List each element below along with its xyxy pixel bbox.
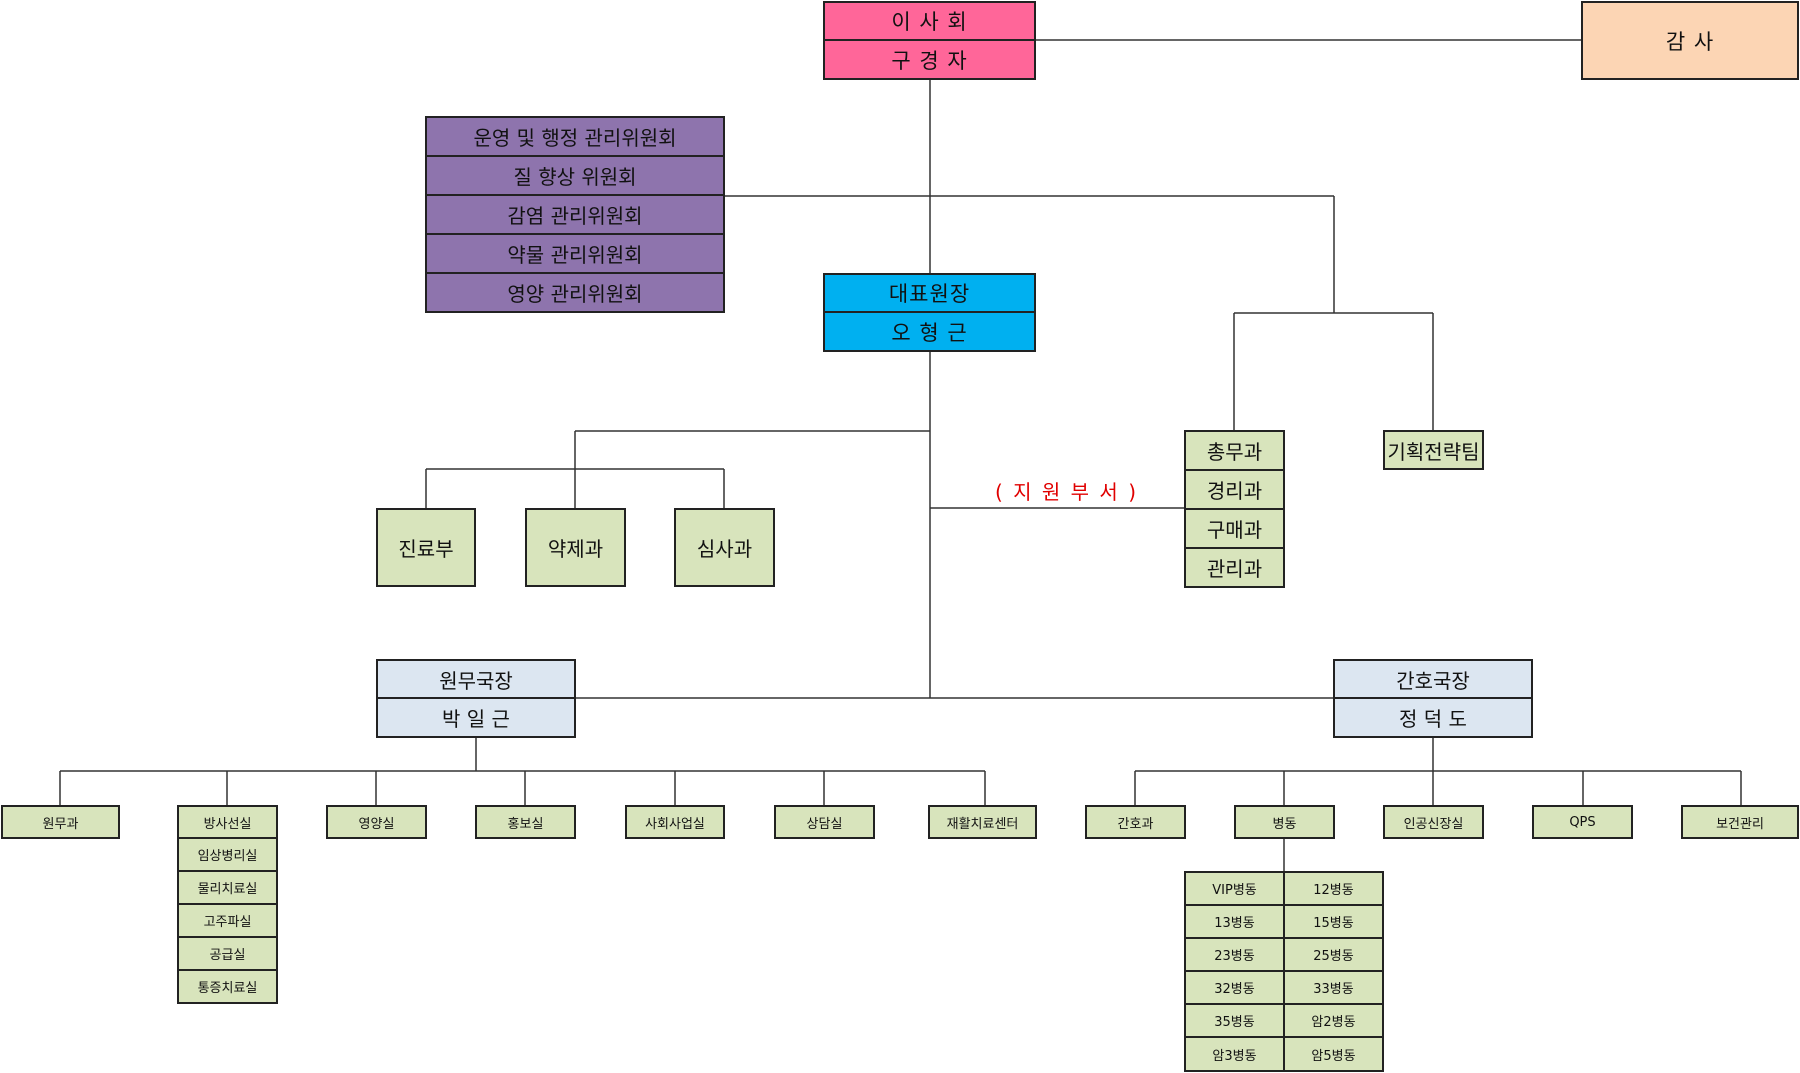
unit-radiology: 방사선실 — [177, 805, 278, 839]
dept-general-affairs: 총무과 — [1184, 430, 1285, 471]
board-title: 이 사 회 — [823, 1, 1036, 41]
unit-clinical-pathology: 임상병리실 — [177, 837, 278, 872]
audit-box: 감 사 — [1581, 1, 1799, 80]
unit-social-work: 사회사업실 — [625, 805, 725, 839]
unit-dialysis: 인공신장실 — [1383, 805, 1484, 839]
dept-pharmacy: 약제과 — [525, 508, 626, 587]
committee-nutrition: 영양 관리위원회 — [425, 272, 725, 313]
unit-wards: 병동 — [1234, 805, 1335, 839]
nursing-head-title: 간호국장 — [1333, 659, 1533, 699]
ward-35: 35병동 — [1184, 1003, 1285, 1038]
unit-supply: 공급실 — [177, 936, 278, 971]
ward-cancer-5: 암5병동 — [1283, 1036, 1384, 1072]
support-label: ( 지 원 부 서 ) — [995, 480, 1138, 504]
dept-review: 심사과 — [674, 508, 775, 587]
nursing-head-name: 정 덕 도 — [1333, 697, 1533, 738]
committee-drug: 약물 관리위원회 — [425, 233, 725, 274]
ward-25: 25병동 — [1283, 937, 1384, 972]
unit-wonmu: 원무과 — [1, 805, 120, 839]
unit-counseling: 상담실 — [774, 805, 875, 839]
unit-rehab-center: 재활치료센터 — [928, 805, 1037, 839]
unit-nursing: 간호과 — [1085, 805, 1186, 839]
ward-cancer-2: 암2병동 — [1283, 1003, 1384, 1038]
ward-33: 33병동 — [1283, 970, 1384, 1005]
ward-cancer-3: 암3병동 — [1184, 1036, 1285, 1072]
ward-15: 15병동 — [1283, 904, 1384, 939]
admin-head-name: 박 일 근 — [376, 697, 576, 738]
admin-head-title: 원무국장 — [376, 659, 576, 699]
unit-pr: 홍보실 — [475, 805, 576, 839]
unit-health-management: 보건관리 — [1681, 805, 1799, 839]
dept-management: 관리과 — [1184, 547, 1285, 588]
dept-accounting: 경리과 — [1184, 469, 1285, 510]
ward-vip: VIP병동 — [1184, 871, 1285, 906]
dept-medical: 진료부 — [376, 508, 476, 587]
board-chair-name: 구 경 자 — [823, 39, 1036, 80]
director-title: 대표원장 — [823, 273, 1036, 313]
dept-purchasing: 구매과 — [1184, 508, 1285, 549]
unit-radiofrequency: 고주파실 — [177, 903, 278, 938]
ward-23: 23병동 — [1184, 937, 1285, 972]
unit-qps: QPS — [1532, 805, 1633, 839]
planning-team: 기획전략팀 — [1383, 430, 1484, 470]
ward-32: 32병동 — [1184, 970, 1285, 1005]
ward-13: 13병동 — [1184, 904, 1285, 939]
unit-pain-treatment: 통증치료실 — [177, 969, 278, 1004]
committee-infection: 감염 관리위원회 — [425, 194, 725, 235]
unit-physical-therapy: 물리치료실 — [177, 870, 278, 905]
unit-nutrition: 영양실 — [326, 805, 427, 839]
director-name: 오 형 근 — [823, 311, 1036, 352]
committee-quality: 질 향상 위원회 — [425, 155, 725, 196]
committee-operations: 운영 및 행정 관리위원회 — [425, 116, 725, 157]
ward-12: 12병동 — [1283, 871, 1384, 906]
